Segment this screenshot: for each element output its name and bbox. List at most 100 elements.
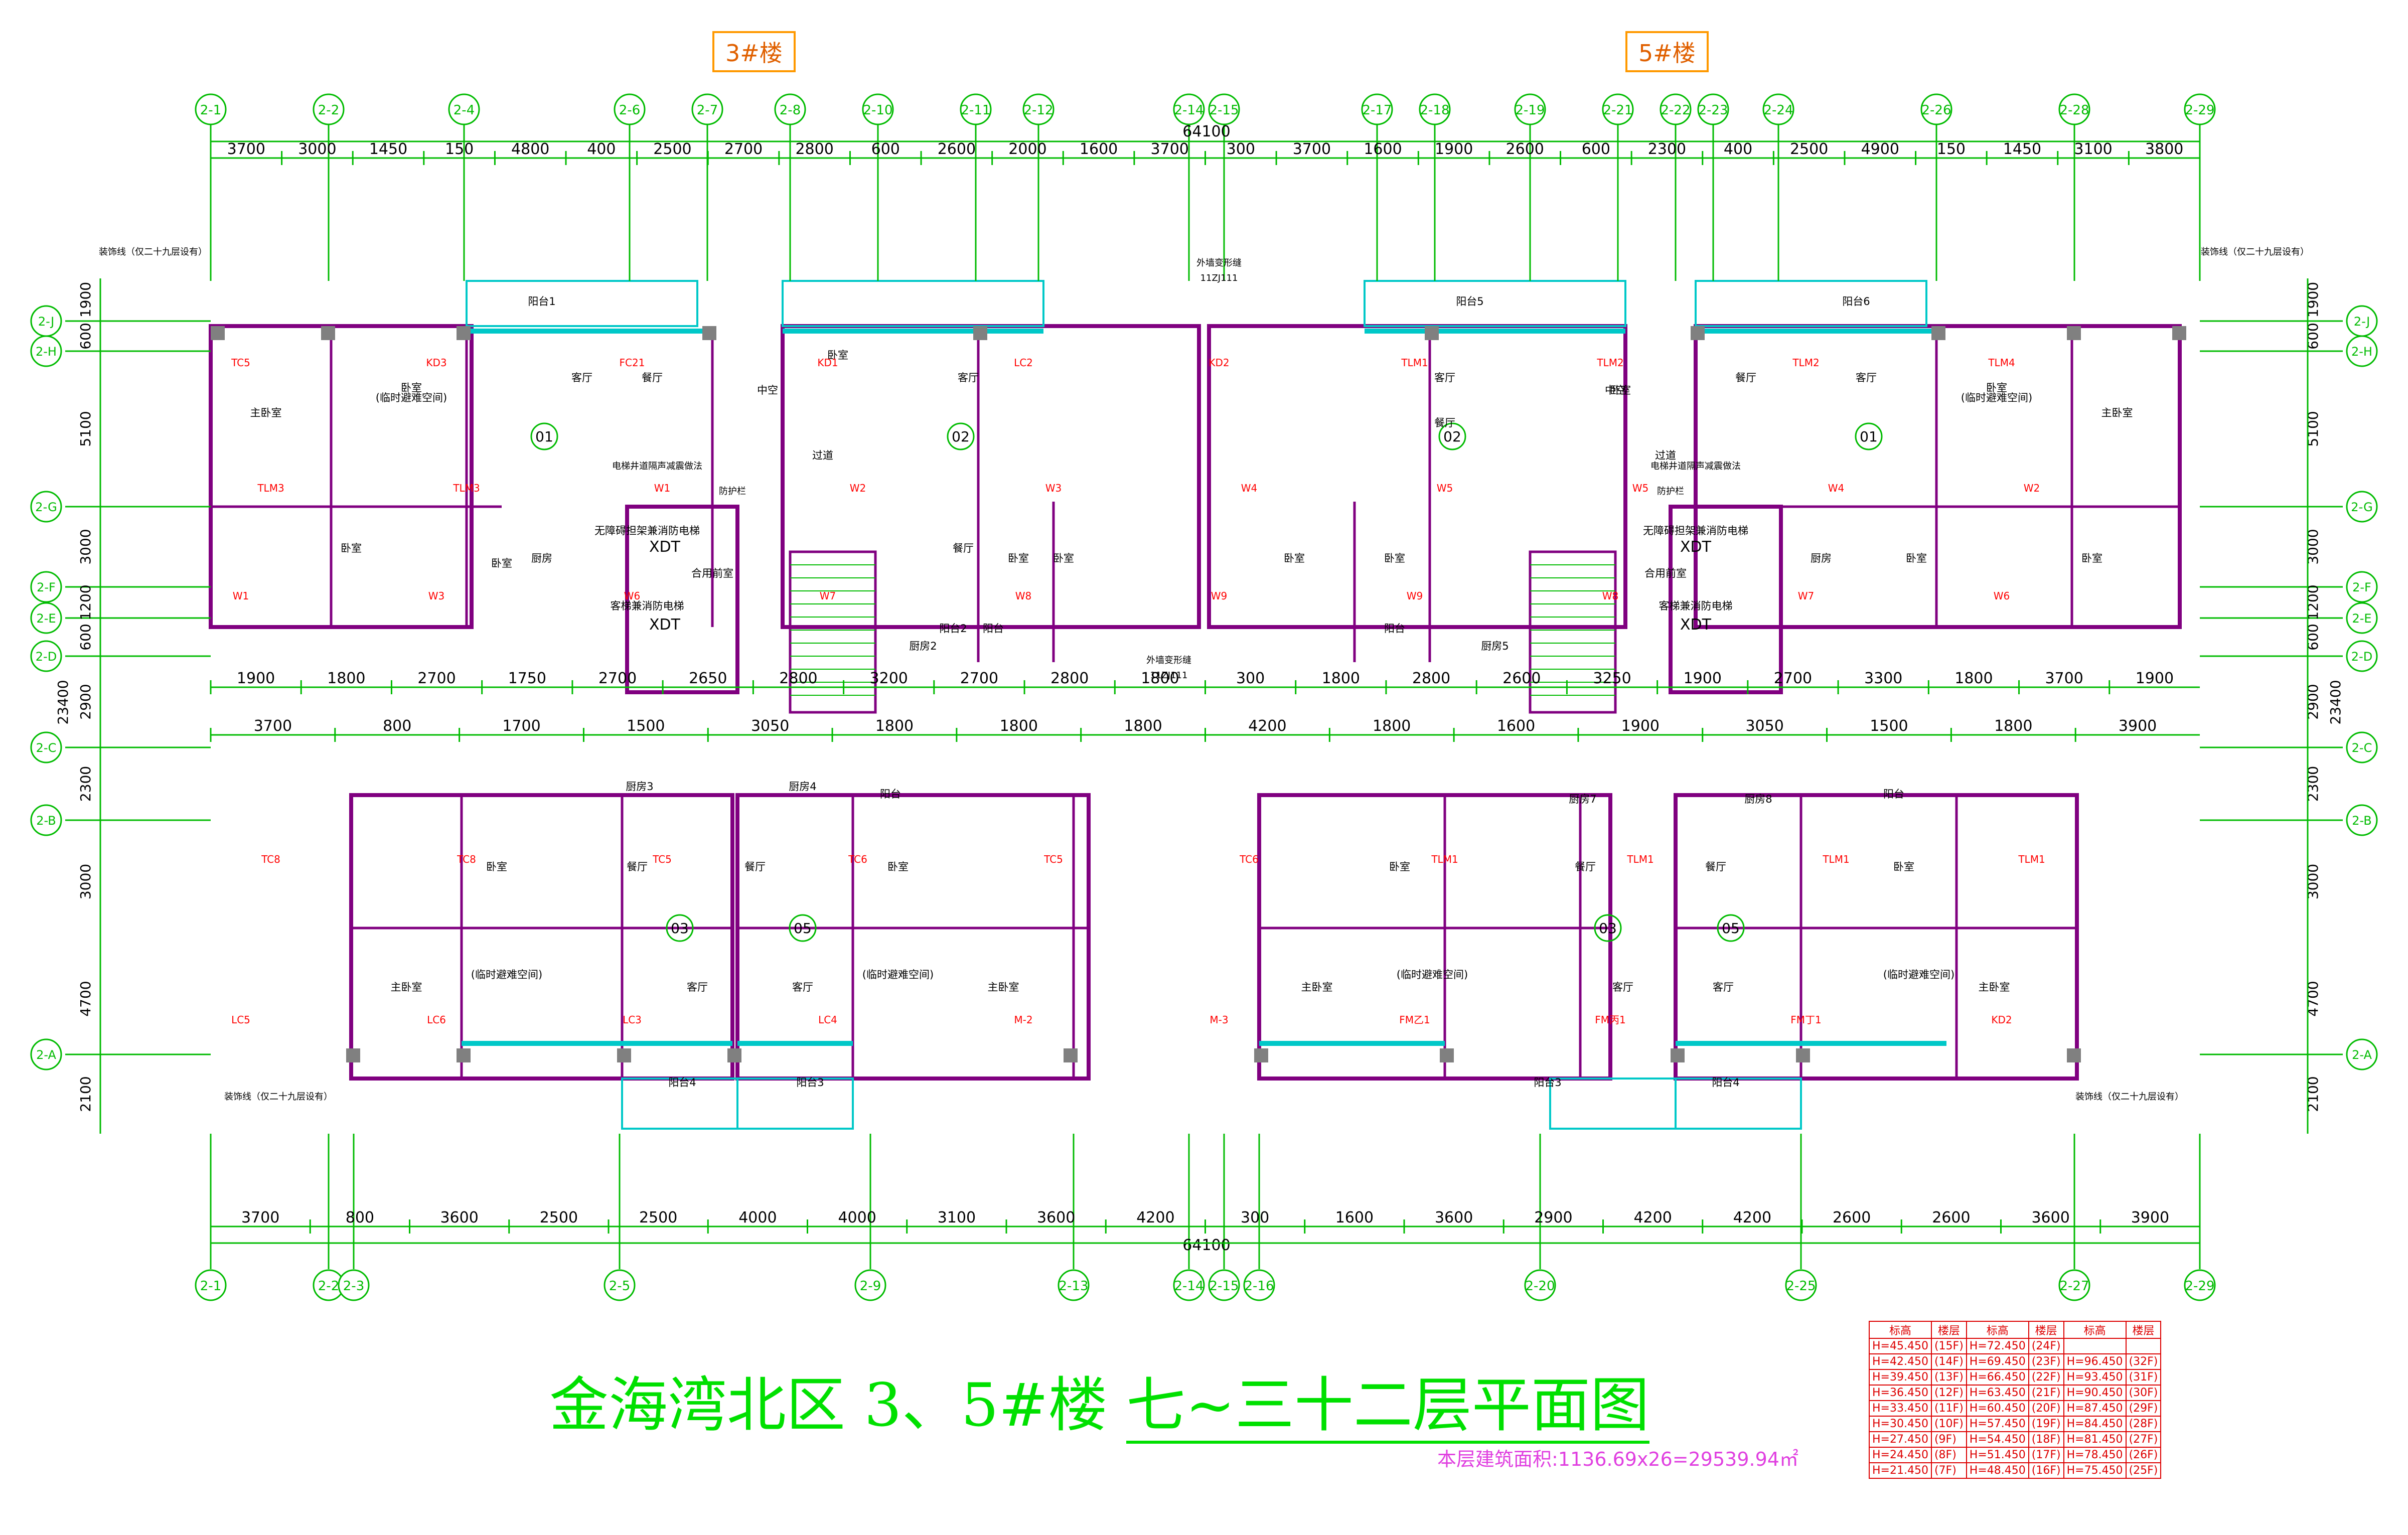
room-label: 卧室 (1053, 552, 1074, 564)
annotation: 11ZJ111 (1200, 273, 1238, 283)
room-label: 卧室 (1893, 861, 1914, 873)
level-table-row: H=36.450(12F)H=63.450(21F)H=90.450(30F) (1869, 1385, 2162, 1401)
bottom-dimension: 3900 (2131, 1209, 2169, 1226)
axis-label: 2-23 (1698, 103, 1728, 118)
mid-dimension: 2700 (960, 670, 998, 687)
axis-bubble (30, 731, 62, 763)
axis-bubble (2346, 491, 2378, 523)
room-label: 客厅 (958, 372, 979, 384)
left-dimension: 3000 (77, 529, 94, 564)
unit-label: 01 (535, 428, 553, 445)
room-label: 厨房 (531, 552, 552, 564)
mid-dimension: 3050 (1745, 717, 1783, 735)
level-table-cell: (28F) (2125, 1416, 2162, 1432)
room-label: 阳台 (880, 788, 901, 800)
axis-bubble (30, 804, 62, 836)
axis-bubble (2184, 1269, 2216, 1301)
axis-label: 2-12 (1023, 103, 1053, 118)
column (1671, 1048, 1685, 1062)
window-door-code: FM乙1 (1399, 1014, 1430, 1026)
window-door-code: TC8 (457, 853, 476, 865)
unit-marker (789, 914, 817, 942)
mid-dimension: 1900 (1621, 717, 1660, 735)
level-table-cell: H=78.450 (2063, 1447, 2127, 1463)
level-table-cell (2063, 1338, 2127, 1354)
mid-dimension: 1800 (1000, 717, 1038, 735)
level-table-cell: H=57.450 (1966, 1416, 2029, 1432)
axis-label: 2-19 (1515, 103, 1545, 118)
bottom-dimension: 2900 (1534, 1209, 1572, 1226)
level-table-row: H=30.450(10F)H=57.450(19F)H=84.450(28F) (1869, 1416, 2162, 1432)
room-label: 合用前室 (1644, 567, 1687, 579)
building-tag-3: 3#楼 (712, 31, 796, 72)
column (457, 326, 471, 340)
mid-dimension: 2600 (1502, 670, 1541, 687)
wall-outline (349, 793, 734, 1081)
room-label: 厨房 (1811, 552, 1832, 564)
axis-bubble (862, 93, 894, 125)
axis-label: 2-J (2354, 315, 2370, 329)
top-dimension: 4800 (511, 140, 549, 158)
column (1254, 1048, 1268, 1062)
mid-dimension: 1700 (502, 717, 540, 735)
mid-dimension: 300 (1236, 670, 1265, 687)
top-dimension: 600 (871, 140, 900, 158)
total-dimension: 64100 (1182, 123, 1230, 140)
room-label: 客梯兼消防电梯 (611, 600, 684, 612)
axis-label: 2-B (2352, 814, 2372, 828)
axis-label: 2-28 (2059, 103, 2089, 118)
level-table-cell: H=60.450 (1966, 1400, 2029, 1417)
window-door-code: W1 (654, 482, 671, 494)
room-label: (临时避难空间) (862, 969, 934, 981)
axis-label: 2-18 (1420, 103, 1449, 118)
window-door-code: W6 (624, 590, 641, 602)
floor-area-note: 本层建筑面积:1136.69x26=29539.94㎡ (1437, 1448, 1798, 1470)
axis-label: 2-A (2352, 1048, 2372, 1062)
axis-bubble (1361, 93, 1393, 125)
room-label: 厨房8 (1744, 793, 1772, 805)
window-door-code: TLM3 (453, 482, 480, 494)
axis-label: 2-G (2351, 500, 2372, 514)
window-door-code: FM丁1 (1790, 1014, 1821, 1026)
level-table-cell: H=33.450 (1869, 1400, 1932, 1417)
room-label: 客厅 (1713, 981, 1734, 993)
level-table-cell: H=36.450 (1869, 1385, 1932, 1401)
axis-bubble (1058, 1269, 1090, 1301)
window-door-code: W4 (1241, 482, 1258, 494)
level-table-row: H=33.450(11F)H=60.450(20F)H=87.450(29F) (1869, 1400, 2162, 1417)
level-table-cell: (14F) (1930, 1353, 1967, 1370)
room-label: 主卧室 (250, 407, 282, 419)
axis-bubble (2058, 1269, 2090, 1301)
mid-dimension: 2800 (779, 670, 817, 687)
axis-label: 2-15 (1209, 1279, 1239, 1294)
axis-label: 2-11 (961, 103, 990, 118)
window-door-code: W8 (1602, 590, 1619, 602)
axis-bubble (1243, 1269, 1275, 1301)
axis-bubble (195, 1269, 227, 1301)
room-label: 餐厅 (1735, 372, 1756, 384)
mid-dimension: 1800 (1994, 717, 2032, 735)
room-label: 卧室 (1384, 552, 1405, 564)
top-dimension: 1900 (1435, 140, 1473, 158)
axis-bubble (960, 93, 992, 125)
level-table-cell: (20F) (2028, 1400, 2064, 1417)
bottom-dimension: 2600 (1932, 1209, 1970, 1226)
mid-dimension: 3250 (1593, 670, 1631, 687)
axis-bubble (1602, 93, 1634, 125)
column (211, 326, 225, 340)
wall-outline (781, 324, 1201, 629)
axis-label: 2-E (2352, 611, 2371, 626)
level-table-cell: (24F) (2028, 1338, 2064, 1354)
level-table-cell: (7F) (1930, 1462, 1967, 1479)
window-door-code: FM丙1 (1595, 1014, 1625, 1026)
axis-label: 2-13 (1059, 1279, 1088, 1294)
wall-outline (1207, 324, 1627, 629)
window-door-code: W8 (1015, 590, 1032, 602)
window-door-code: W5 (1437, 482, 1453, 494)
top-dimension: 2000 (1008, 140, 1046, 158)
axis-label: 2-D (2351, 650, 2372, 664)
annotation: 装饰线（仅二十九层设有） (2075, 1092, 2184, 1102)
balcony (736, 1078, 854, 1130)
